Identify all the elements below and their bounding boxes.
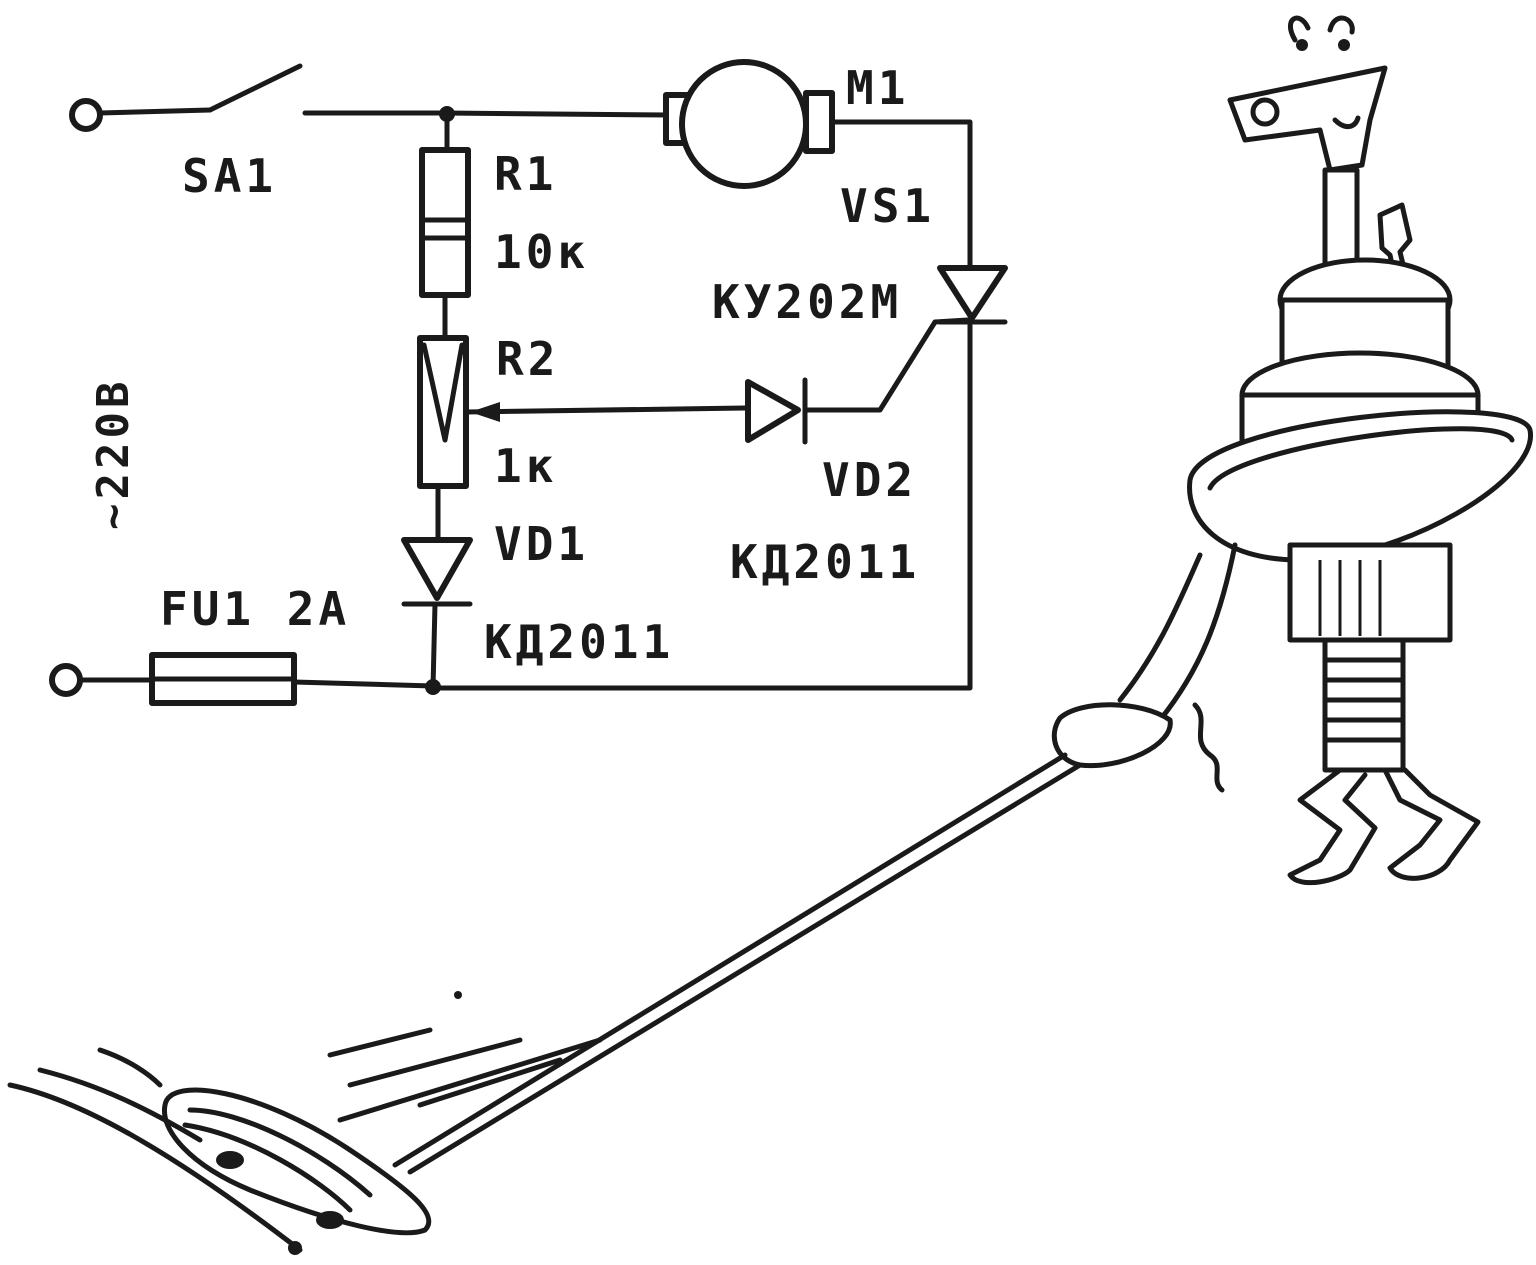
pulled-object-drawing	[7, 991, 603, 1255]
label-m1: M1	[846, 61, 909, 115]
terminal-top	[69, 98, 103, 132]
motor-m1	[663, 59, 835, 189]
switch-sa1	[207, 63, 448, 116]
label-vd1-type: КД2011	[484, 615, 674, 669]
thyristor-vs1	[802, 265, 1008, 413]
label-vd2-type: КД2011	[730, 535, 920, 589]
label-fu1: FU1 2A	[160, 582, 350, 636]
terminal-bottom	[49, 663, 83, 697]
diode-vd1	[401, 537, 473, 607]
thyristor-character-drawing	[392, 15, 1533, 1175]
diode-vd2	[745, 377, 808, 445]
schematic: SA1 M1 VS1 КУ202М R1 10к R2 1к VD2 КД201…	[49, 59, 1008, 706]
label-vs1-type: КУ202М	[712, 275, 902, 329]
label-r1-value: 10к	[494, 225, 589, 279]
label-r2-value: 1к	[494, 439, 557, 493]
label-vd2: VD2	[822, 453, 917, 507]
label-vs1: VS1	[840, 179, 935, 233]
label-sa1: SA1	[182, 149, 277, 203]
potentiometer-r2	[417, 335, 748, 489]
fuse-fu1	[149, 652, 297, 706]
resistor-r1	[419, 147, 471, 298]
label-vd1: VD1	[494, 517, 589, 571]
label-r2: R2	[496, 332, 559, 386]
label-supply: ~220В	[88, 378, 139, 530]
label-r1: R1	[494, 147, 557, 201]
